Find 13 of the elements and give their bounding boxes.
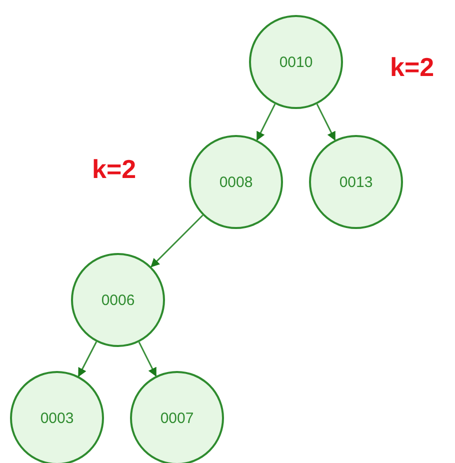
arrow bbox=[256, 104, 276, 141]
annotation: k=2 bbox=[390, 52, 434, 83]
node-key: 0003 bbox=[40, 410, 74, 426]
annotation: k=2 bbox=[92, 154, 136, 185]
node-key: 0007 bbox=[160, 410, 194, 426]
node-key: 0013 bbox=[339, 174, 373, 190]
arrow bbox=[150, 214, 204, 268]
arrow bbox=[138, 342, 157, 377]
arrow bbox=[316, 104, 336, 141]
arrow bbox=[78, 341, 98, 378]
node-key: 0006 bbox=[101, 292, 135, 308]
node-key: 0010 bbox=[279, 54, 313, 70]
node-key: 0008 bbox=[219, 174, 253, 190]
